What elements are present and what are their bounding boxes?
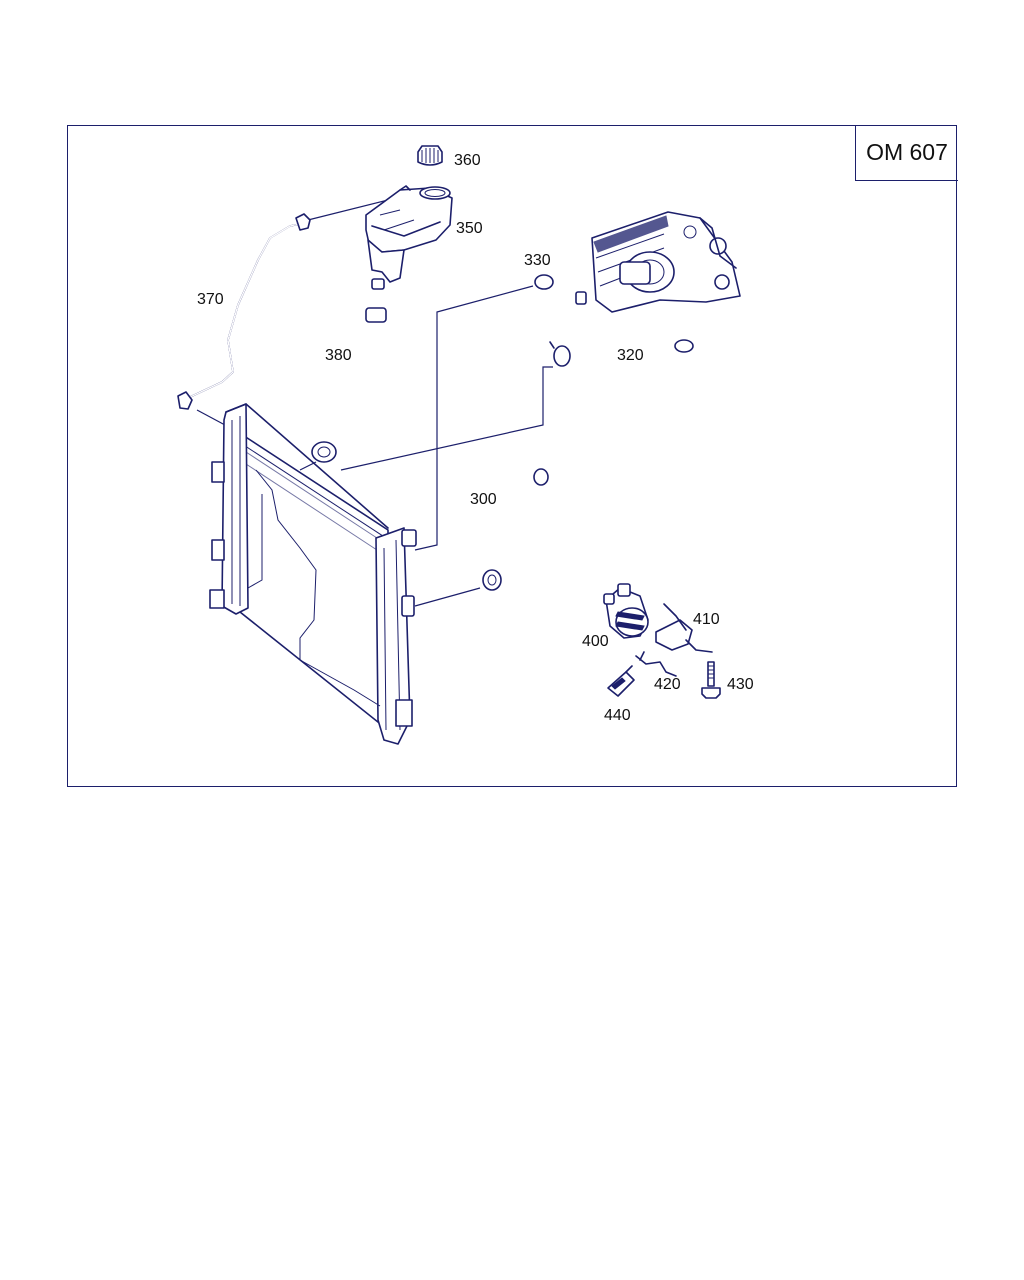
part-380-hose: [311, 307, 387, 463]
part-430-bolt: [701, 661, 721, 699]
callout-400: 400: [582, 633, 609, 650]
part-350-expansion-tank: [365, 185, 453, 290]
part-410-bracket: [655, 603, 713, 653]
callout-430: 430: [727, 676, 754, 693]
callout-410: 410: [693, 611, 720, 628]
engine-code-label: OM 607: [866, 139, 948, 165]
part-440-sensor: [607, 665, 635, 697]
callout-360: 360: [454, 152, 481, 169]
part-330-hose: [534, 274, 587, 307]
callout-350: 350: [456, 220, 483, 237]
callout-labels: 360 350 330 370 320 380 300 410 400 420 …: [197, 152, 754, 724]
callout-440: 440: [604, 707, 631, 724]
part-360-cap: [417, 145, 443, 166]
radiator: [209, 403, 417, 745]
part-400-water-pump: [603, 583, 649, 639]
engine-code-box: OM 607: [855, 125, 958, 181]
oil-cooler-housing: [591, 211, 741, 313]
diagram-frame: [67, 125, 957, 787]
part-320-hose: [549, 339, 694, 395]
part-300-hose: [482, 468, 549, 591]
callout-330: 330: [524, 252, 551, 269]
part-370-vent-pipe: [177, 213, 311, 410]
callout-380: 380: [325, 347, 352, 364]
leader-lines: [196, 196, 553, 607]
callout-420: 420: [654, 676, 681, 693]
part-420-clamp: [635, 651, 677, 677]
callout-320: 320: [617, 347, 644, 364]
callout-300: 300: [470, 491, 497, 508]
callout-370: 370: [197, 291, 224, 308]
